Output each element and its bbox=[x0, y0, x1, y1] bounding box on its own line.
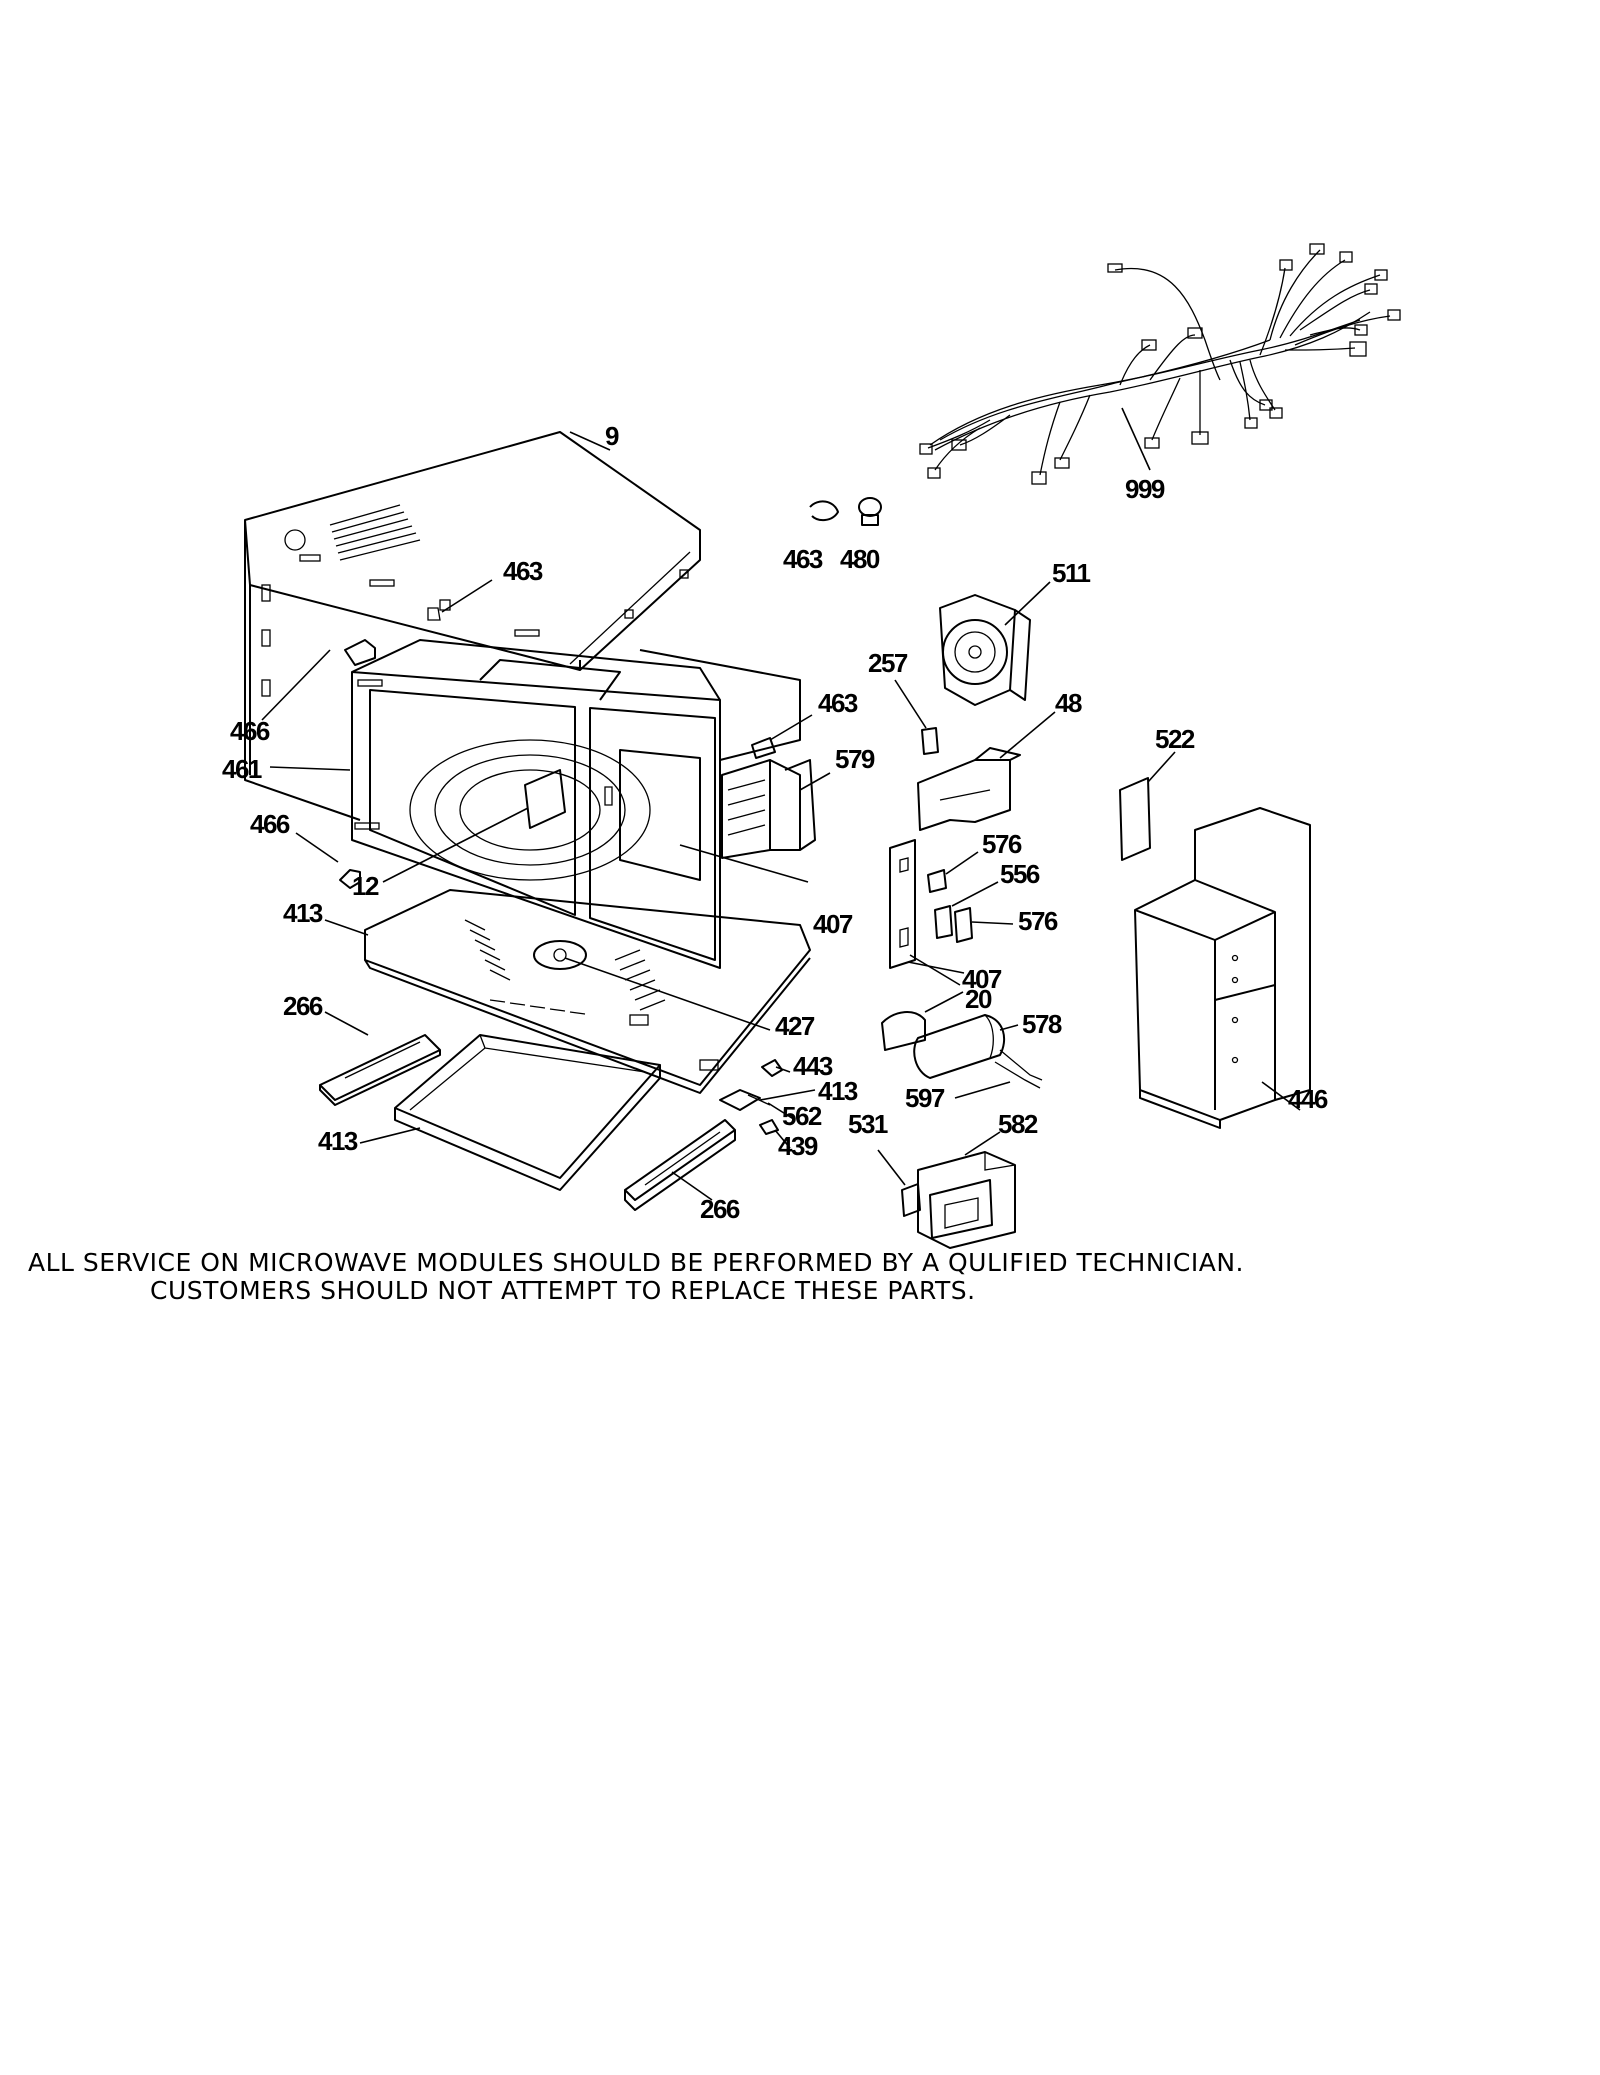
callout-413-tray: 413 bbox=[318, 1126, 358, 1156]
magnetron-drawing bbox=[721, 737, 816, 859]
switches-drawing bbox=[927, 869, 973, 943]
rail-right-drawing bbox=[624, 1119, 736, 1211]
callout-556: 556 bbox=[1000, 859, 1040, 889]
callout-407-a: 407 bbox=[813, 909, 853, 939]
callout-579: 579 bbox=[835, 744, 875, 774]
transformer-drawing bbox=[901, 1151, 1016, 1249]
callout-466-lower: 466 bbox=[250, 809, 290, 839]
base-cover-drawing bbox=[1134, 807, 1311, 1129]
callout-531: 531 bbox=[848, 1109, 888, 1139]
bottom-tray-drawing bbox=[394, 1034, 661, 1191]
service-notice-line-2: CUSTOMERS SHOULD NOT ATTEMPT TO REPLACE … bbox=[150, 1276, 976, 1305]
callout-461: 461 bbox=[222, 754, 262, 784]
base-plate-drawing bbox=[364, 889, 811, 1094]
rail-left-drawing bbox=[319, 1034, 441, 1106]
callout-466-upper: 466 bbox=[230, 716, 270, 746]
callout-480: 480 bbox=[840, 544, 880, 574]
callout-999: 999 bbox=[1125, 474, 1165, 504]
callout-463-top: 463 bbox=[503, 556, 543, 586]
callout-48: 48 bbox=[1055, 688, 1082, 718]
callout-576-b: 576 bbox=[1018, 906, 1058, 936]
callout-413-b: 413 bbox=[818, 1076, 858, 1106]
callout-576-a: 576 bbox=[982, 829, 1022, 859]
duct-drawing bbox=[917, 747, 1021, 831]
fan-motor-drawing bbox=[939, 594, 1031, 706]
callout-257: 257 bbox=[868, 648, 908, 678]
clip-knob-drawing bbox=[809, 497, 882, 526]
callout-407-b: 407 bbox=[962, 964, 1002, 994]
callout-266-left: 266 bbox=[283, 991, 323, 1021]
callout-427: 427 bbox=[775, 1011, 815, 1041]
callout-443: 443 bbox=[793, 1051, 833, 1081]
switch-bracket-drawing bbox=[889, 839, 916, 969]
small-parts-drawing bbox=[719, 1059, 783, 1135]
service-notice-line-1: ALL SERVICE ON MICROWAVE MODULES SHOULD … bbox=[28, 1248, 1245, 1277]
clip-and-hinge-drawing bbox=[339, 607, 441, 889]
callout-9: 9 bbox=[605, 421, 619, 451]
callout-578: 578 bbox=[1022, 1009, 1062, 1039]
callout-20: 20 bbox=[965, 984, 992, 1014]
callout-522: 522 bbox=[1155, 724, 1195, 754]
callout-266-right: 266 bbox=[700, 1194, 740, 1224]
capacitor-drawing bbox=[881, 1011, 1043, 1089]
thermostat-drawing bbox=[921, 727, 939, 755]
front-panel-drawing bbox=[351, 639, 801, 969]
callout-597: 597 bbox=[905, 1083, 945, 1113]
insulator-drawing bbox=[1119, 777, 1151, 861]
callout-446: 446 bbox=[1288, 1084, 1328, 1114]
callout-463-magnetron: 463 bbox=[818, 688, 858, 718]
callout-511: 511 bbox=[1052, 558, 1090, 588]
callout-413-plate: 413 bbox=[283, 898, 323, 928]
callout-12: 12 bbox=[352, 871, 379, 901]
wire-harness-drawing bbox=[919, 243, 1401, 485]
callout-439: 439 bbox=[778, 1131, 818, 1161]
callout-582: 582 bbox=[998, 1109, 1038, 1139]
outer-case-drawing bbox=[244, 431, 701, 821]
callout-463-small: 463 bbox=[783, 544, 823, 574]
callout-562: 562 bbox=[782, 1101, 822, 1131]
